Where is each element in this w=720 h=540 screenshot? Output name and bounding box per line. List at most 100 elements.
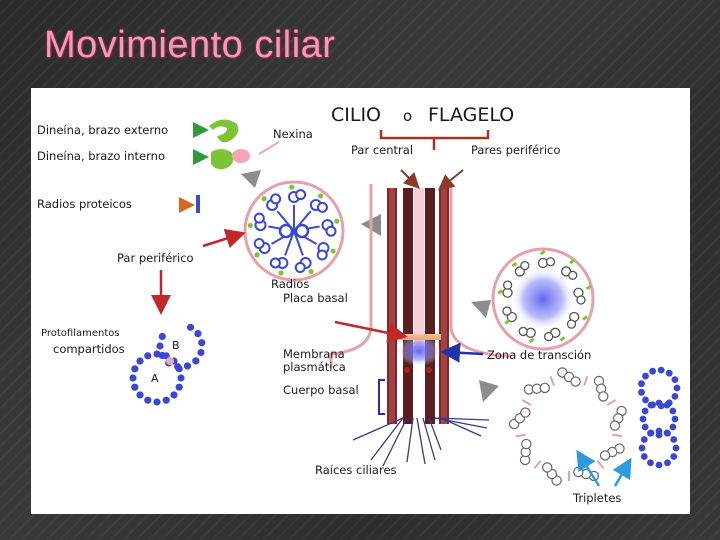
label-peripheral-pairs: Pares periférico [471, 143, 560, 157]
root-fiber [422, 417, 436, 461]
ciliary-roots-lines [352, 417, 490, 467]
root-fiber [416, 417, 426, 465]
tz-doublet-b [502, 306, 512, 316]
triplet-link [549, 375, 555, 386]
triplet-ring-a [638, 380, 645, 388]
protofilament-b [186, 323, 195, 331]
triplet-tubule [520, 407, 531, 418]
dynein-arm [278, 270, 284, 276]
triplet-ring-a [657, 366, 665, 374]
arrow-central-pair [400, 169, 420, 189]
label-basal-plate: Placa basal [283, 291, 348, 305]
label-protofilaments: Protofilamentos [41, 328, 120, 339]
label-transition-zone: Zona de transción [487, 348, 591, 362]
tz-link [539, 249, 546, 256]
doublet-b [294, 261, 306, 273]
protofilament-a [162, 396, 170, 404]
triplet-ring-a [665, 369, 673, 377]
label-membrane-2: plasmática [283, 360, 346, 374]
protofilament-a [175, 383, 183, 391]
radial-spoke [284, 230, 295, 256]
triplet-ring-a [642, 396, 649, 404]
protofilament-b [192, 357, 200, 365]
doublet-b [253, 237, 265, 249]
dynein-inner-shape [211, 149, 234, 170]
label-central-pair: Par central [351, 143, 413, 157]
root-fiber [428, 417, 442, 451]
triplet-tubule [521, 438, 532, 450]
triplet-ring-b [655, 399, 663, 407]
gray-arrow-triplets [479, 380, 499, 402]
triplet-ring-c [670, 453, 678, 460]
triplet-link [521, 399, 532, 406]
doublet-b [269, 257, 281, 269]
triplet-ring-b [669, 407, 677, 415]
tz-doublet-b [520, 260, 530, 271]
label-shared: compartidos [53, 342, 125, 356]
triplet-link [606, 399, 617, 406]
triplet-link [596, 460, 605, 470]
root-fiber [382, 417, 408, 467]
tz-doublet-b [518, 326, 528, 337]
dynein-arm [247, 222, 253, 229]
doublet-b [325, 225, 337, 237]
triplet-ring-b [663, 401, 671, 409]
triplet-tubule [539, 382, 551, 394]
arrow-peripheral-pair [202, 228, 246, 249]
dynein-arm [308, 268, 314, 275]
tz-link [497, 289, 504, 295]
tz-link [585, 284, 592, 291]
protofilament-a [170, 391, 178, 399]
protofilament-a [153, 398, 161, 406]
triplet-ring-c [647, 459, 654, 467]
tz-doublet-b [568, 270, 578, 280]
cilium-diagram: CILIO o FLAGELO Dineína, brazo externo D… [37, 104, 681, 505]
label-tubule-a: A [151, 372, 159, 385]
root-fiber [440, 417, 482, 437]
triplet-link [515, 433, 526, 438]
doublet-b [316, 201, 328, 213]
label-membrane-1: Membrana [283, 347, 345, 361]
protofilament-b [194, 330, 202, 338]
protofilament-a [129, 374, 137, 382]
label-ciliary-roots: Raíces ciliares [315, 463, 397, 477]
triplet-ring-c [672, 444, 680, 452]
triplet-link [583, 375, 589, 386]
protofilament-a [136, 357, 144, 365]
legend-dynein-inner: Dineína, brazo interno [37, 149, 165, 163]
root-fiber [406, 417, 414, 463]
tz-link [559, 336, 566, 342]
radial-spoke [293, 230, 304, 256]
protofilament-a [144, 396, 152, 404]
protofilament-a [144, 352, 152, 360]
triplet-ring-b [639, 415, 647, 423]
doublet-b [316, 249, 328, 261]
triplet-detail [638, 366, 681, 469]
triplet-tubule [599, 450, 611, 461]
label-radios: Radios [271, 277, 309, 291]
gray-arrow-transition [471, 300, 491, 318]
legend-dynein-outer: Dineína, brazo externo [37, 123, 168, 137]
protofilament-b [158, 332, 166, 341]
triplet-ring-a [638, 388, 645, 396]
triplet-ring-b [647, 401, 655, 409]
triplet-ring-b [641, 423, 649, 431]
protofilament-a [136, 391, 144, 399]
doublet-detail [129, 323, 206, 406]
spoke-sample [196, 195, 200, 213]
arrow-transition-zone [440, 342, 484, 363]
arrow-basal-plate [334, 320, 408, 343]
tz-link [582, 315, 588, 321]
protofilament-b [156, 342, 164, 350]
tz-doublet-b [576, 295, 586, 305]
dynein-arm [334, 218, 340, 224]
tz-doublet-b [545, 257, 556, 267]
slide-title: Movimiento ciliar [44, 24, 336, 66]
arrow-triplets-left [576, 449, 601, 487]
triplet-ring-c [655, 461, 663, 469]
shared-protofilament [166, 357, 174, 365]
dynein-arm [261, 196, 267, 202]
triplet-link [612, 433, 623, 438]
triplet-ring-c [670, 436, 678, 443]
label-peripheral-pair: Par periférico [117, 251, 194, 265]
